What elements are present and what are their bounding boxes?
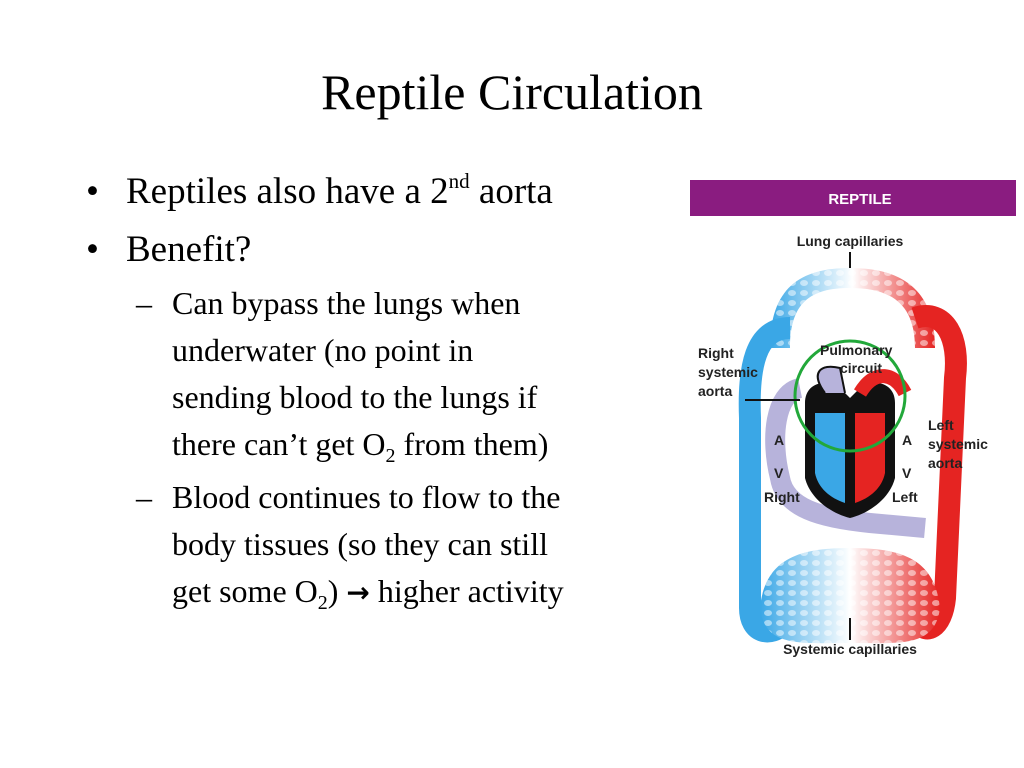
bullet-text: Benefit? <box>126 229 252 270</box>
label-atrium-left: A <box>902 432 912 448</box>
left-atrium-ventricle <box>855 413 885 503</box>
sub-bullet-line: Blood continues to flow to the <box>172 479 561 515</box>
label-left-systemic-3: aorta <box>928 455 962 471</box>
sub-bullet-line: underwater (no point in <box>172 332 474 368</box>
label-right-systemic-2: systemic <box>698 364 758 380</box>
superscript: nd <box>448 169 470 193</box>
bullet-item: • Benefit? <box>84 228 684 272</box>
label-ventricle-right: V <box>774 465 784 481</box>
slide-title: Reptile Circulation <box>321 64 703 120</box>
reptile-circulation-figure: REPTILE Lung capillaries Pulmonary circu… <box>690 178 1016 668</box>
label-right-systemic-3: aorta <box>698 383 732 399</box>
capillary-texture <box>760 548 940 644</box>
text-run: ) <box>327 573 347 609</box>
right-systemic-aorta-vessel <box>765 378 926 538</box>
aortic-arch <box>853 369 912 397</box>
label-right: Right <box>764 489 800 505</box>
label-pulmonary: Pulmonary <box>820 342 893 358</box>
bullet-item: • Reptiles also have a 2nd aorta <box>84 170 684 214</box>
label-left-systemic-2: systemic <box>928 436 988 452</box>
label-circuit: circuit <box>840 360 882 376</box>
label-atrium-right: A <box>774 432 784 448</box>
text-run: t get O <box>298 426 386 462</box>
sub-bullet-line: sending blood to the lungs if <box>172 379 538 415</box>
bullet-text: aorta <box>469 171 553 212</box>
sub-bullet-line: there can’t get O2 from them) <box>172 421 684 468</box>
label-left: Left <box>892 489 918 505</box>
sub-bullet-item: – Can bypass the lungs when underwater (… <box>84 280 684 468</box>
label-ventricle-left: V <box>902 465 912 481</box>
bullet-glyph: • <box>86 229 99 270</box>
subscript: 2 <box>317 592 328 614</box>
text-run: get some O <box>172 573 318 609</box>
dash-glyph: – <box>136 285 152 321</box>
label-systemic-capillaries: Systemic capillaries <box>783 641 917 657</box>
label-left-systemic-1: Left <box>928 417 954 433</box>
right-atrium-ventricle <box>815 413 845 503</box>
bullet-glyph: • <box>86 171 99 212</box>
figure-header: REPTILE <box>828 191 891 208</box>
label-right-systemic-1: Right <box>698 345 734 361</box>
apostrophe: ’ <box>288 426 299 462</box>
bullet-list: • Reptiles also have a 2nd aorta • Benef… <box>84 170 684 622</box>
text-run: higher activity <box>369 573 564 609</box>
sub-bullet-line: get some O2) → higher activity <box>172 568 684 616</box>
text-run: from them) <box>395 426 549 462</box>
sub-bullet-line: body tissues (so they can still <box>172 526 548 562</box>
vena-cava-vessel <box>738 317 793 643</box>
sub-bullet-line: Can bypass the lungs when <box>172 285 521 321</box>
highlight-circle <box>793 339 907 453</box>
dash-glyph: – <box>136 479 152 515</box>
sub-bullet-item: – Blood continues to flow to the body ti… <box>84 474 684 616</box>
figure-header-bar <box>690 180 1016 216</box>
bullet-text: Reptiles also have a 2 <box>126 171 449 212</box>
subscript: 2 <box>385 445 396 467</box>
pulmonary-artery <box>816 365 846 394</box>
right-arrow-icon: → <box>346 576 370 609</box>
circulation-diagram: REPTILE Lung capillaries Pulmonary circu… <box>690 180 1016 657</box>
capillary-texture <box>770 268 935 348</box>
text-run: there can <box>172 426 289 462</box>
label-lung-capillaries: Lung capillaries <box>797 233 904 249</box>
